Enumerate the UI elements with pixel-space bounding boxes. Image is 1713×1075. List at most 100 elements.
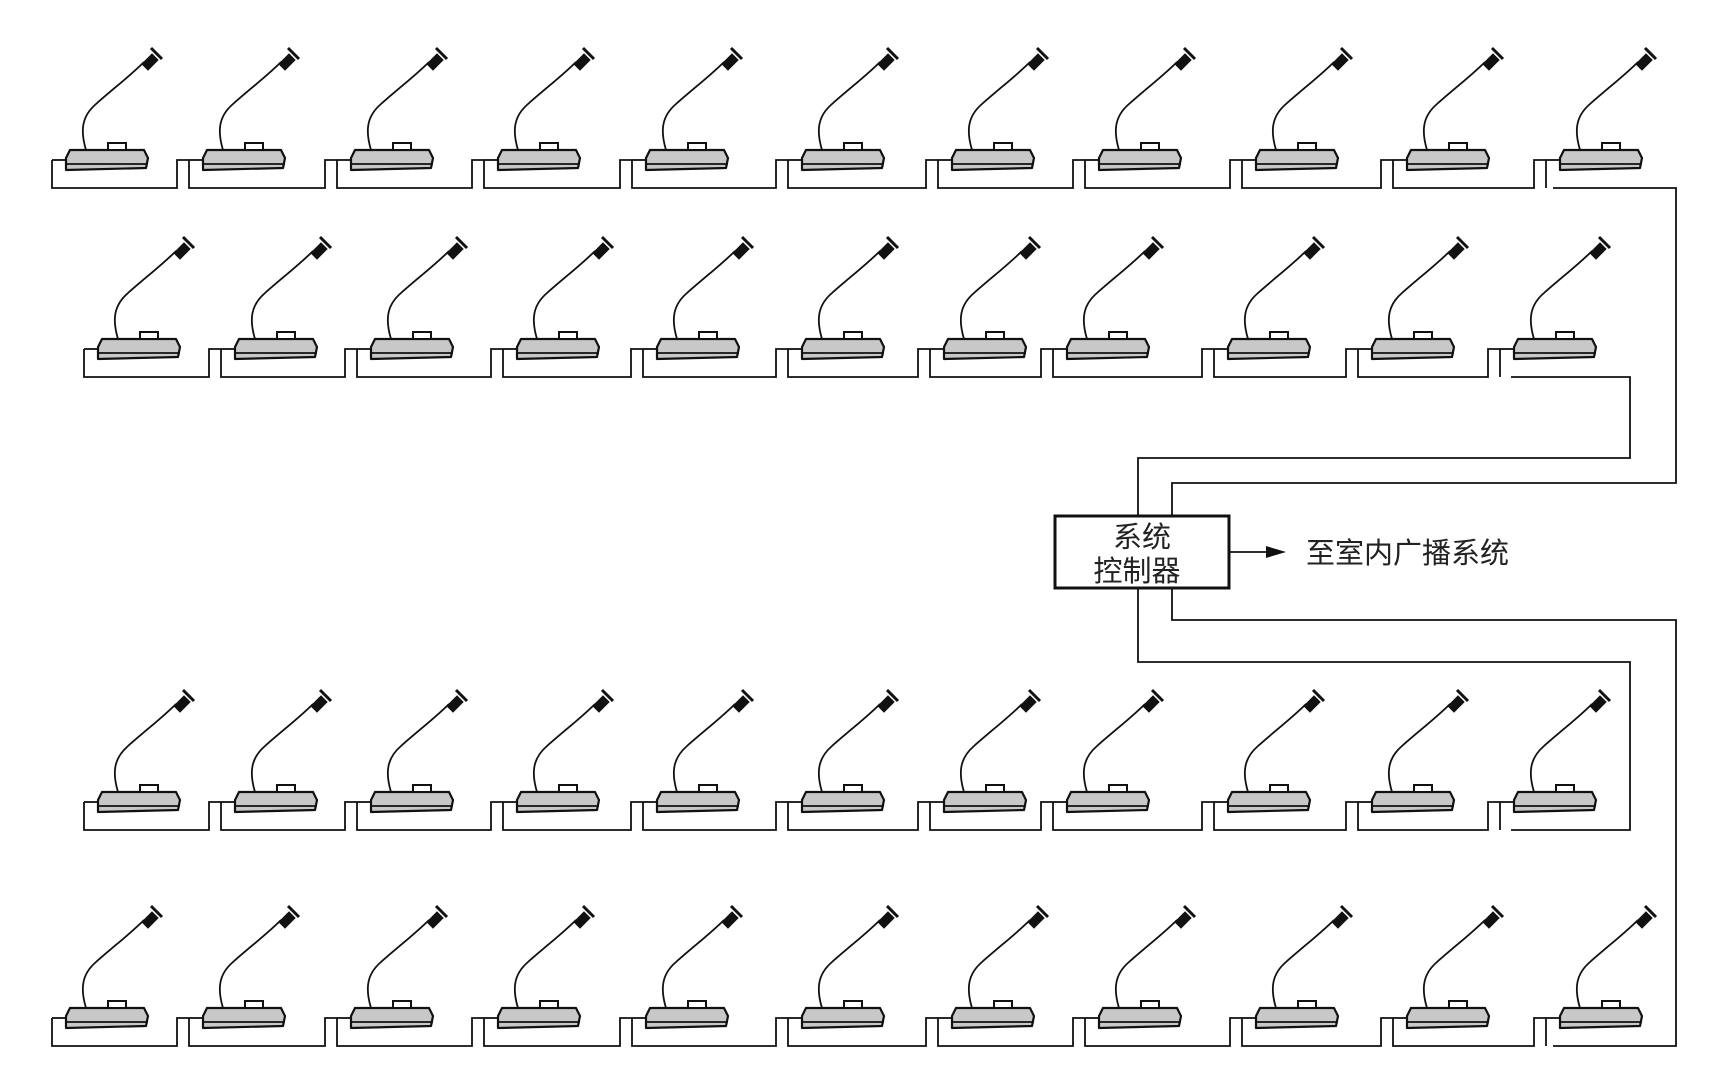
microphone-grille <box>1311 235 1326 250</box>
microphone-base <box>800 790 886 814</box>
microphone-unit <box>787 904 938 1047</box>
chain-wire <box>1357 348 1500 378</box>
microphone-base <box>96 790 182 814</box>
microphone-base <box>1065 790 1151 814</box>
gooseneck <box>532 703 596 793</box>
microphone-head <box>732 242 750 260</box>
talk-button <box>1413 784 1433 793</box>
trunk-wiring <box>1137 187 1677 1047</box>
microphone-head <box>1482 911 1500 929</box>
microphone-base <box>64 148 150 172</box>
talk-button <box>687 1000 707 1009</box>
talk-button <box>107 1000 127 1009</box>
microphone-base <box>1065 337 1151 361</box>
microphone-grille <box>1597 688 1612 703</box>
chain-wire <box>787 159 938 189</box>
microphone-base <box>1254 148 1340 172</box>
chain-wire <box>1213 801 1358 831</box>
microphone-grille <box>1150 688 1165 703</box>
microphone-base <box>1097 1006 1183 1030</box>
talk-button <box>558 784 578 793</box>
talk-button <box>392 1000 412 1009</box>
microphone-base <box>201 148 287 172</box>
gooseneck <box>1422 61 1486 151</box>
chain-wire <box>1084 159 1242 189</box>
chain-wire <box>356 801 503 831</box>
chain-wire <box>1213 348 1358 378</box>
talk-button <box>843 142 863 151</box>
microphone-head <box>426 53 444 71</box>
microphone-grille <box>729 46 744 61</box>
chain-wire <box>83 348 221 378</box>
microphone-base <box>800 1006 886 1030</box>
microphone-unit <box>929 688 1053 831</box>
talk-button <box>244 142 264 151</box>
talk-button <box>1601 142 1621 151</box>
talk-button <box>698 331 718 340</box>
microphone-head <box>732 695 750 713</box>
microphone-grille <box>1339 904 1354 919</box>
microphone-grille <box>1490 46 1505 61</box>
microphone-base <box>496 1006 582 1030</box>
microphone-base <box>1405 148 1491 172</box>
talk-button <box>107 142 127 151</box>
microphone-head <box>877 911 895 929</box>
microphone-grille <box>1455 688 1470 703</box>
talk-button <box>412 331 432 340</box>
gooseneck <box>959 703 1023 793</box>
talk-button <box>276 784 296 793</box>
microphone-unit <box>937 46 1085 189</box>
microphone-grille <box>1490 904 1505 919</box>
microphone-base <box>369 790 455 814</box>
chain-wire <box>356 348 503 378</box>
gooseneck <box>1529 250 1593 340</box>
gooseneck <box>1271 919 1335 1009</box>
gooseneck <box>386 703 450 793</box>
microphone-head <box>877 695 895 713</box>
chain-wire <box>1052 801 1214 831</box>
gooseneck <box>967 61 1031 151</box>
chain-wire <box>787 348 930 378</box>
microphone-head <box>141 911 159 929</box>
microphone-unit <box>642 235 788 378</box>
chain-wire <box>1392 1017 1546 1047</box>
microphone-grille <box>1339 46 1354 61</box>
microphone-grille <box>286 46 301 61</box>
microphone-unit <box>631 904 788 1047</box>
microphone-head <box>310 242 328 260</box>
chain-wire <box>483 159 632 189</box>
microphone-grille <box>434 46 449 61</box>
gooseneck <box>386 250 450 340</box>
gooseneck <box>1387 250 1451 340</box>
microphone-unit <box>631 46 788 189</box>
talk-button <box>244 1000 264 1009</box>
microphone-base <box>1558 1006 1644 1030</box>
gooseneck <box>250 250 314 340</box>
microphone-grille <box>740 688 755 703</box>
microphone-head <box>1589 695 1607 713</box>
gooseneck <box>959 250 1023 340</box>
microphone-grille <box>434 904 449 919</box>
controller-label-line2: 控制器 <box>1093 554 1180 588</box>
microphone-grille <box>885 235 900 250</box>
microphone-base <box>1226 337 1312 361</box>
trunk-wire-row-4 <box>1171 588 1677 1047</box>
talk-button <box>1269 331 1289 340</box>
talk-button <box>1448 1000 1468 1009</box>
microphone-rows <box>51 46 1658 1047</box>
microphone-head <box>1447 242 1465 260</box>
chain-wire <box>1357 801 1500 831</box>
microphone-head <box>1019 695 1037 713</box>
gooseneck <box>81 61 145 151</box>
chain-wire <box>642 348 788 378</box>
chain-wire <box>631 1017 788 1047</box>
microphone-base <box>496 148 582 172</box>
talk-button <box>139 784 159 793</box>
gooseneck <box>81 919 145 1009</box>
microphone-unit <box>483 46 632 189</box>
microphone-head <box>1447 695 1465 713</box>
microphone-unit <box>787 46 938 189</box>
gooseneck <box>1243 703 1307 793</box>
microphone-unit <box>787 235 930 378</box>
microphone-head <box>1027 911 1045 929</box>
